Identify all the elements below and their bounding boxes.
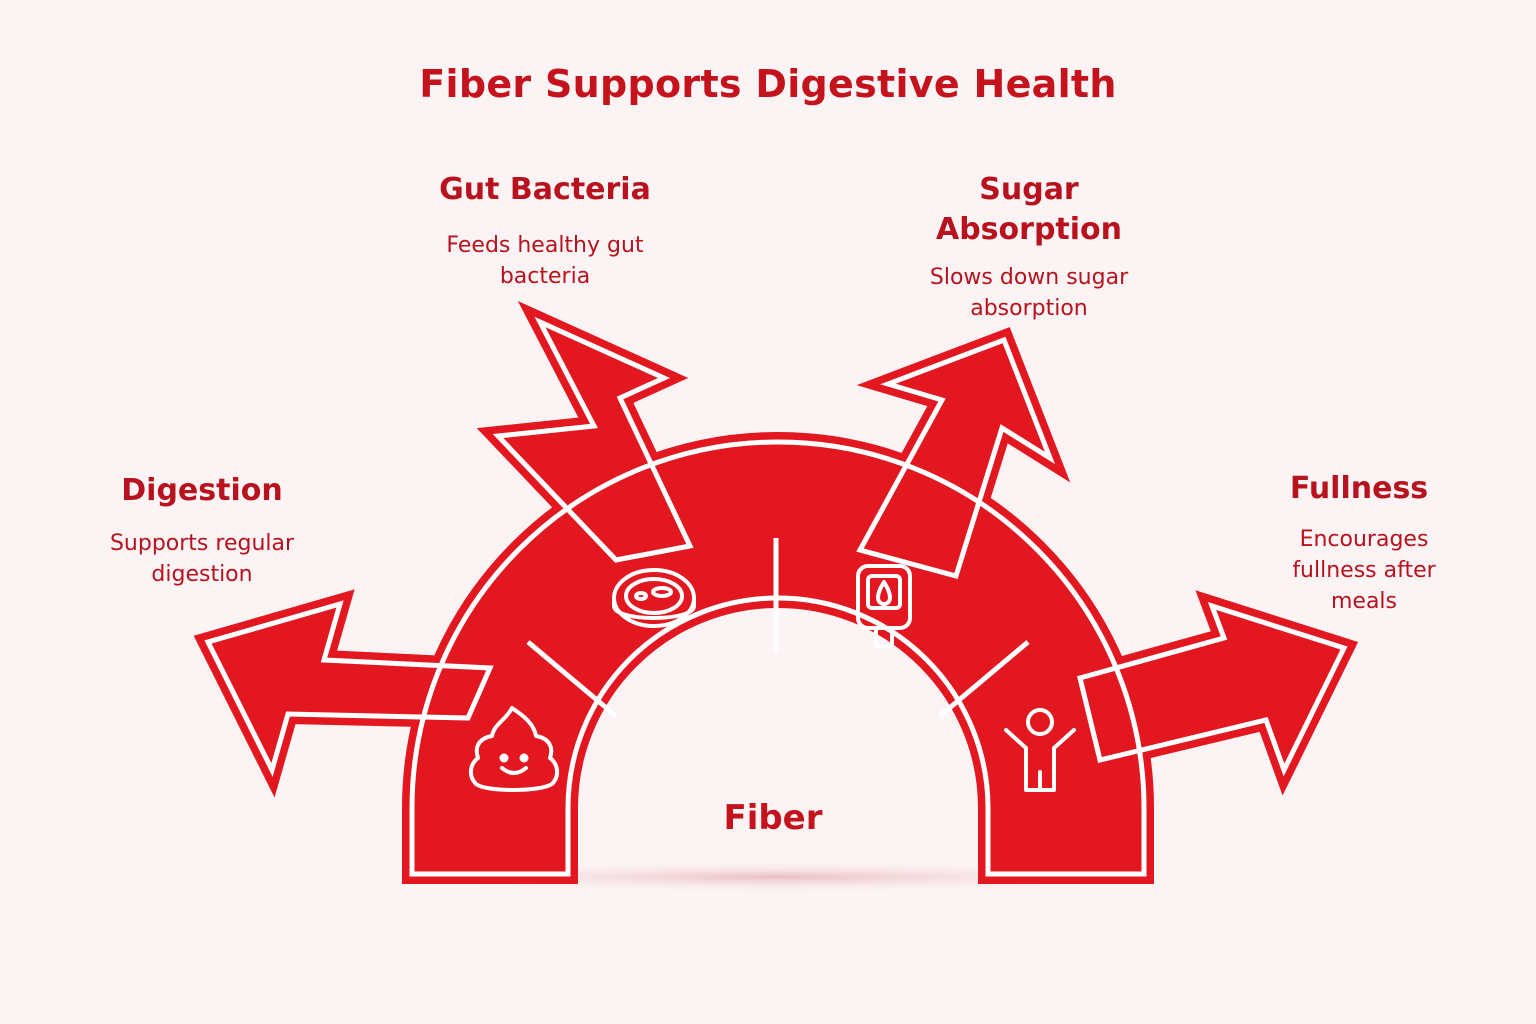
arrow-gut-bacteria	[476, 301, 705, 571]
arrow-fullness-outline	[1076, 602, 1348, 777]
heading-digestion: Digestion	[121, 473, 283, 508]
fiber-arch-outline	[409, 439, 1147, 877]
arrow-fullness	[1067, 590, 1359, 796]
description-digestion: Supports regular digestion	[109, 531, 295, 587]
happy-person-icon	[1004, 708, 1076, 792]
arrow-sugar-absorption-outline	[856, 336, 1056, 580]
heading-sugar-absorption: Sugar Absorption	[935, 172, 1123, 247]
arrow-gut-bacteria-outline	[492, 316, 694, 563]
description-fullness: Encourages fullness after meals	[1292, 527, 1436, 614]
description-sugar-absorption: Slows down sugar absorption	[929, 265, 1129, 321]
heading-gut-bacteria: Gut Bacteria	[439, 172, 651, 207]
glucose-meter-icon	[856, 564, 912, 648]
heading-fullness: Fullness	[1289, 471, 1429, 506]
divider-1	[526, 640, 618, 718]
divider-3	[938, 640, 1030, 718]
description-gut-bacteria: Feeds healthy gut bacteria	[446, 233, 644, 289]
poop-smiley-icon	[469, 706, 559, 792]
hub-label-fiber: Fiber	[723, 798, 823, 838]
petri-dish-icon	[612, 568, 696, 628]
arrow-digestion-outline	[204, 600, 494, 777]
diagram-title: Fiber Supports Digestive Health	[419, 62, 1117, 106]
